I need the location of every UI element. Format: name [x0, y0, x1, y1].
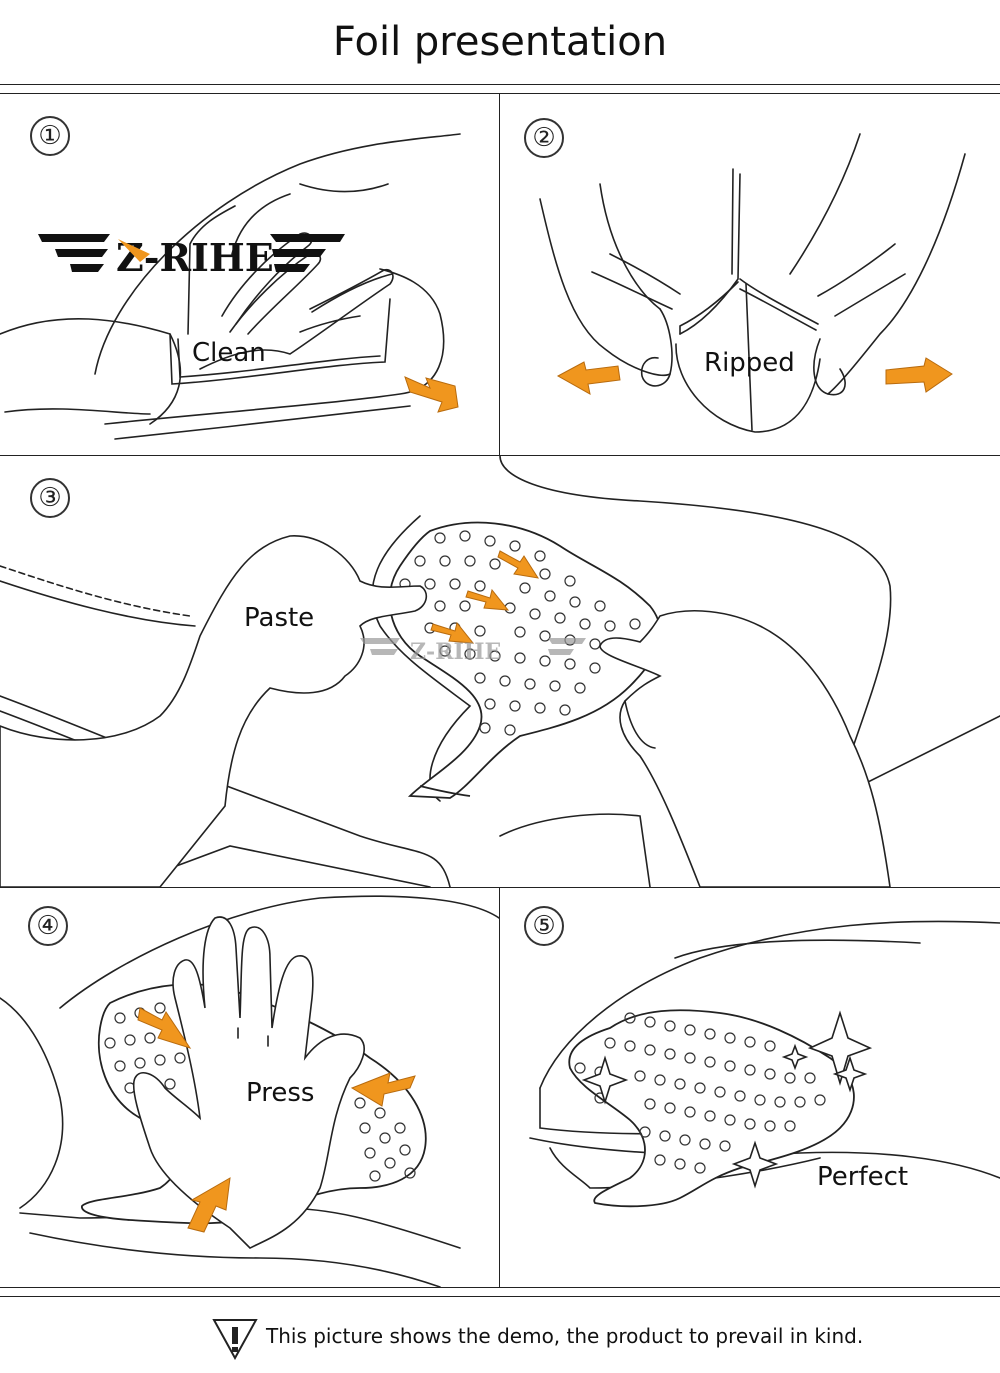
sticker-dots	[104, 997, 416, 1182]
hand	[132, 916, 365, 1249]
clean-illustration: Z-RIHE	[0, 133, 461, 440]
sticker-dots	[574, 1012, 826, 1174]
perfect-illustration	[529, 920, 1000, 1208]
foil-sticker	[568, 1009, 855, 1208]
step-label-perfect: Perfect	[817, 1162, 909, 1192]
sparkle-icons	[581, 1010, 873, 1189]
row-divider-2	[0, 887, 1000, 888]
paste-arrows	[430, 550, 540, 644]
step-label-paste: Paste	[244, 603, 315, 633]
hands	[0, 535, 891, 887]
step-number-2: ②	[524, 118, 564, 158]
warning-icon	[212, 1319, 258, 1360]
step-label-ripped: Ripped	[704, 348, 795, 378]
footer-divider	[0, 1296, 1000, 1297]
paste-illustration: Z-RIHE	[0, 456, 1000, 887]
step-panel-press: ④ Press	[0, 888, 499, 1287]
step-panel-perfect: ⑤ Perfect	[500, 888, 1000, 1287]
press-illustration	[0, 895, 499, 1287]
step-number-4: ④	[28, 906, 68, 946]
arrow-left	[556, 361, 621, 395]
step-panel-ripped: ② Ripped	[500, 94, 1000, 455]
step-number-1: ①	[30, 116, 70, 156]
step-number-5: ⑤	[524, 906, 564, 946]
arrow-marker	[404, 376, 459, 413]
step-label-press: Press	[246, 1078, 315, 1108]
step-panel-paste: Z-RIHE ③ Paste	[0, 456, 1000, 887]
row-divider-3	[0, 1287, 1000, 1288]
title-divider	[0, 84, 1000, 85]
press-arrows	[137, 1007, 416, 1233]
step-panel-clean: Z-RIHE ① Clean	[0, 94, 499, 455]
title-divider-2	[0, 93, 1000, 94]
page-title: Foil presentation	[332, 19, 668, 65]
arrow-right	[885, 357, 953, 393]
column-divider-bottom	[499, 887, 500, 1287]
ripped-illustration	[539, 133, 966, 433]
sticker-dots	[399, 530, 641, 736]
column-divider-top	[499, 93, 500, 455]
svg-text:Z-RIHE: Z-RIHE	[410, 639, 501, 665]
brand-watermark: Z-RIHE	[360, 638, 586, 665]
step-label-clean: Clean	[192, 338, 266, 368]
footer-notice: This picture shows the demo, the product…	[266, 1324, 864, 1348]
brand-logo: Z-RIHE	[38, 234, 345, 280]
step-number-3: ③	[30, 478, 70, 518]
